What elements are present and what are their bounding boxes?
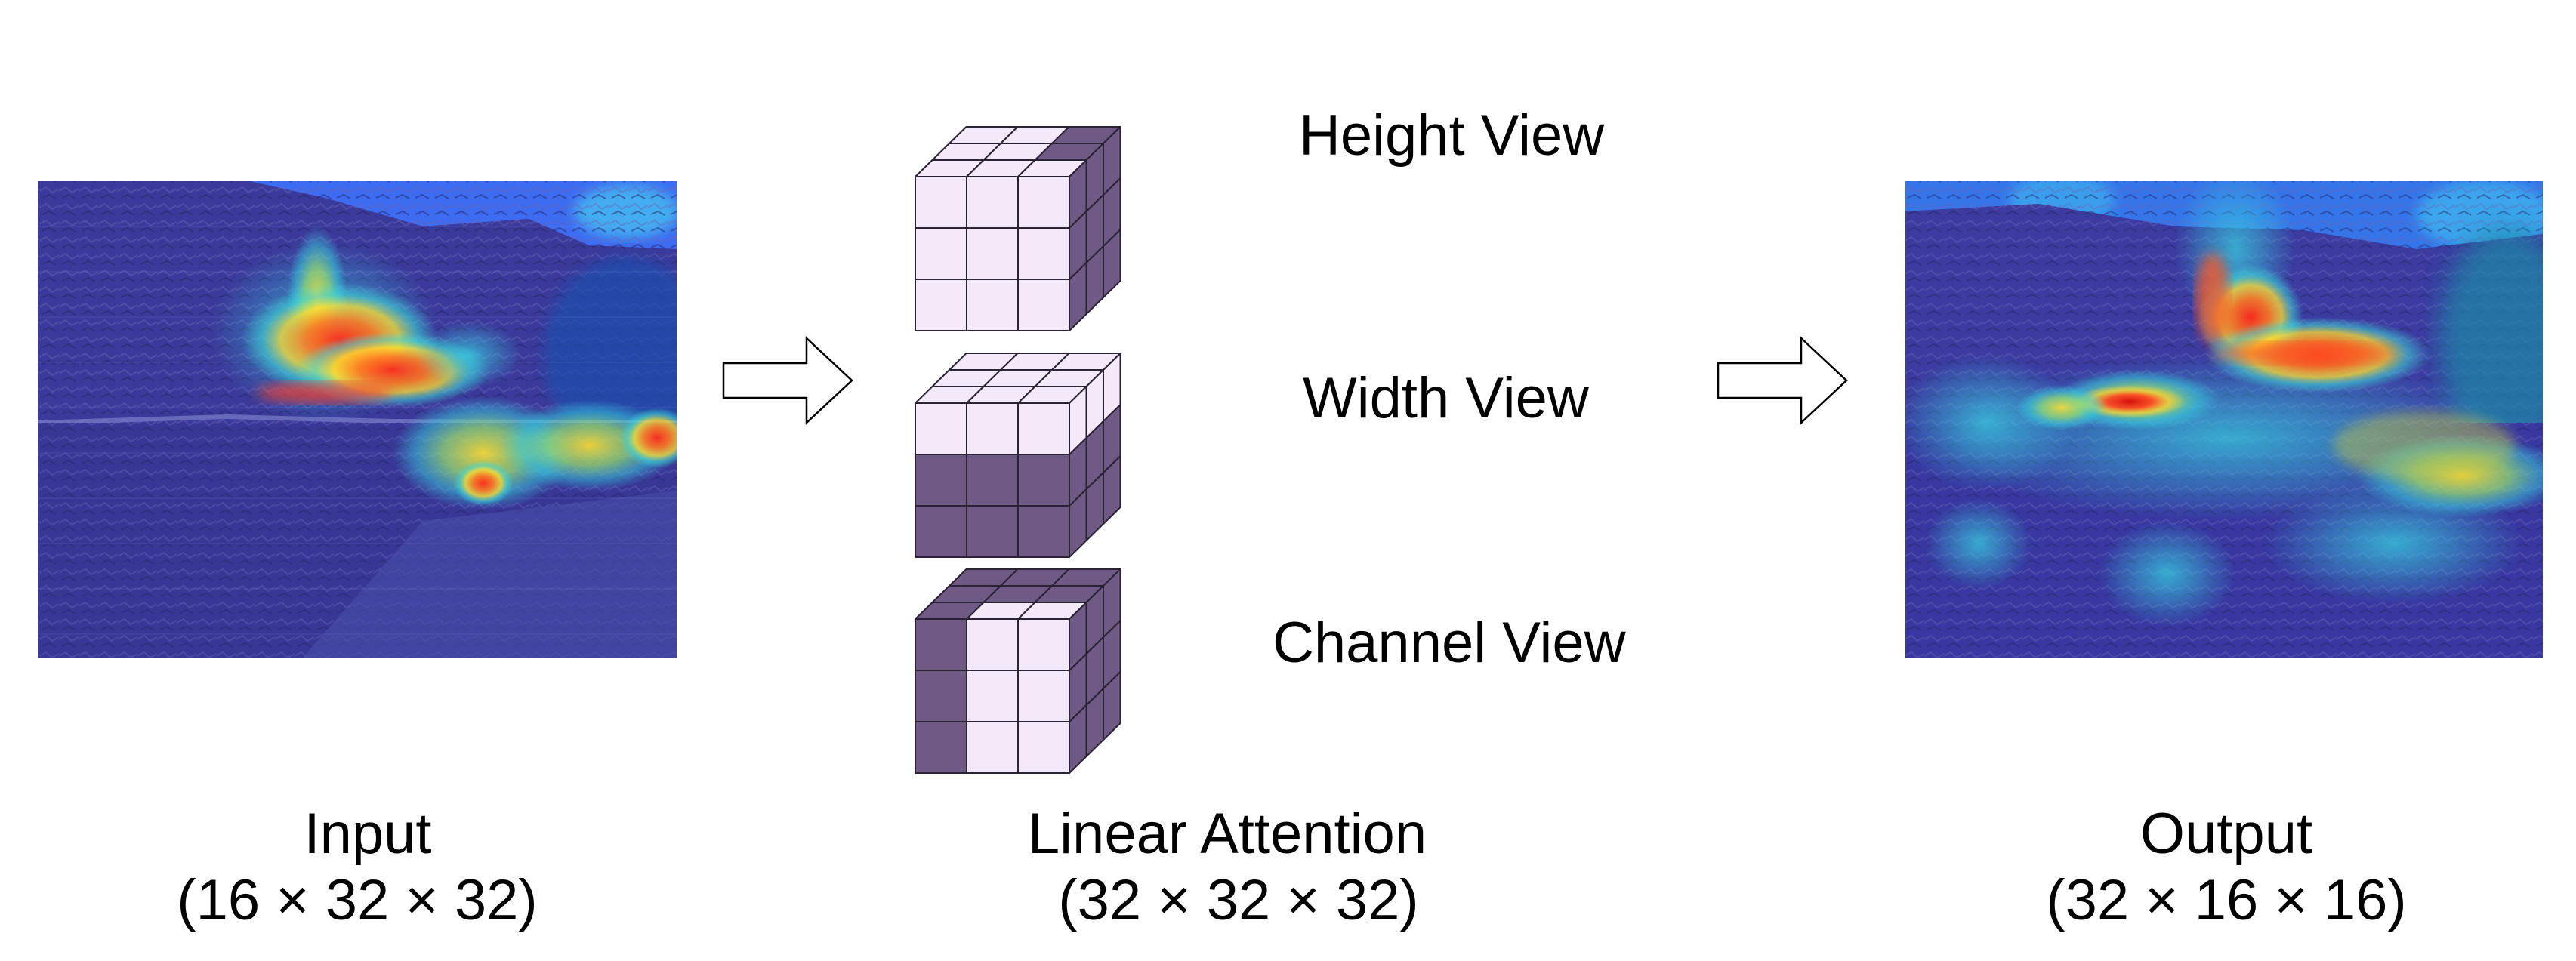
channel-view-cube-front-cell (966, 670, 1019, 722)
width-view-cube-front-cell (915, 402, 967, 455)
width-view-cube-front-cell (915, 454, 967, 507)
width-view-cube-front-cell (966, 402, 1019, 455)
height-view-cube-front-cell (966, 176, 1019, 229)
arrow-right-icon (722, 336, 853, 425)
input-activation-region (211, 226, 677, 510)
width-view-cube-side-cell (1103, 353, 1121, 422)
output-heatmap-image (1905, 181, 2543, 658)
width-view-cube-front-cell (1017, 402, 1070, 455)
height-view-cube-side-cell (1103, 126, 1121, 196)
height-view-label: Height View (1299, 103, 1605, 168)
channel-view-label: Channel View (1273, 611, 1627, 675)
channel-view-cube-front-cell (915, 618, 967, 671)
width-view-cube-front-cell (966, 505, 1019, 558)
width-view-label: Width View (1303, 366, 1590, 430)
height-view-cube-front-cell (1017, 227, 1070, 280)
height-view-cube-front-cell (1017, 176, 1070, 229)
input-label: Input (304, 802, 431, 866)
input-heatmap-image (38, 181, 677, 658)
arrow-right-icon (1717, 336, 1848, 425)
output-label: Output (2140, 802, 2312, 866)
channel-view-cube-front-cell (915, 721, 967, 774)
height-view-cube-front-cell (915, 227, 967, 280)
channel-view-cube-front-cell (1017, 618, 1070, 671)
output-activation-region (1905, 181, 2543, 627)
channel-view-cube-front-cell (1017, 670, 1070, 722)
linear-attention-dims: (32 × 32 × 32) (1058, 868, 1418, 932)
width-view-cube-front-cell (966, 454, 1019, 507)
height-view-cube-front-cell (1017, 279, 1070, 331)
channel-view-cube-side-cell (1103, 568, 1121, 638)
input-dims: (16 × 32 × 32) (177, 868, 537, 932)
channel-view-cube-front-cell (915, 670, 967, 722)
width-view-cube-front-cell (915, 505, 967, 558)
height-view-cube-front-cell (915, 279, 967, 331)
channel-view-cube-front-cell (966, 721, 1019, 774)
height-view-cube-front-cell (966, 279, 1019, 331)
height-view-cube-front-cell (966, 227, 1019, 280)
linear-attention-label: Linear Attention (1028, 802, 1427, 866)
channel-view-cube-front-cell (1017, 721, 1070, 774)
width-view-cube-front-cell (1017, 505, 1070, 558)
output-dims: (32 × 16 × 16) (2046, 868, 2406, 932)
width-view-cube-front-cell (1017, 454, 1070, 507)
channel-view-cube-front-cell (966, 618, 1019, 671)
height-view-cube-front-cell (915, 176, 967, 229)
linear-attention-cubes (915, 126, 1121, 774)
